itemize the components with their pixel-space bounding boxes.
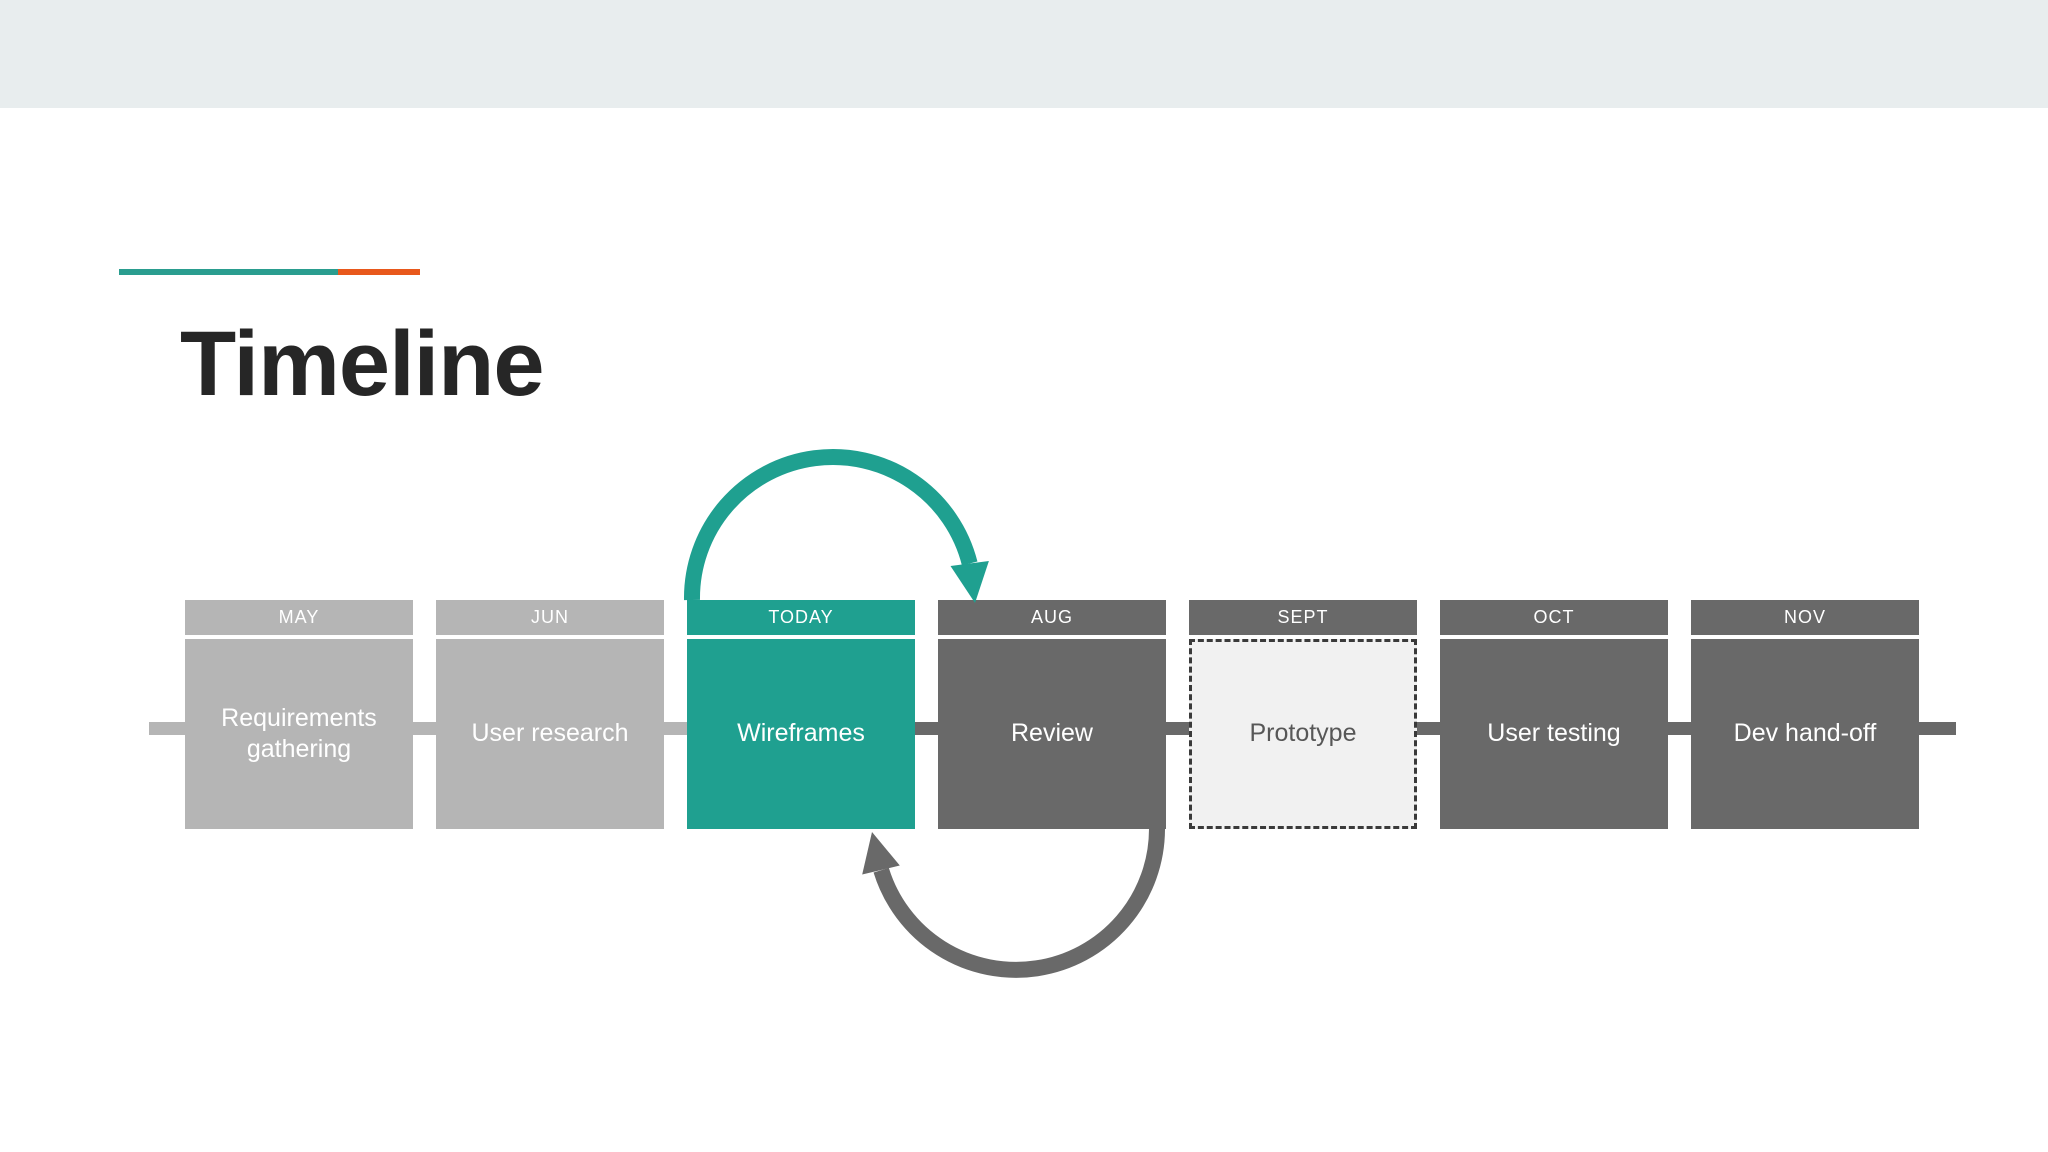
page-title: Timeline: [180, 313, 545, 415]
stage-box-user-testing: OCT User testing: [1440, 600, 1668, 829]
stage-label: User testing: [1440, 639, 1668, 829]
timeline-stub-right-end: [1919, 722, 1956, 735]
stage-label: Prototype: [1189, 639, 1417, 829]
feedback-loop-arc: [873, 828, 1165, 978]
stage-label: Wireframes: [687, 639, 915, 829]
timeline-stub-jun-today: [663, 722, 688, 735]
stage-month: JUN: [436, 600, 664, 635]
feedback-loop-arrowhead: [862, 832, 900, 875]
stage-label: Requirements gathering: [185, 639, 413, 829]
stage-label: Review: [938, 639, 1166, 829]
stage-box-prototype: SEPT Prototype: [1189, 600, 1417, 829]
forward-loop-arrowhead: [950, 561, 989, 603]
top-band: [0, 0, 2048, 108]
accent-bar-teal-segment: [119, 269, 338, 275]
forward-loop-arc: [683, 449, 978, 601]
stage-month: OCT: [1440, 600, 1668, 635]
timeline-stub-oct-nov: [1667, 722, 1692, 735]
stage-box-dev-hand-off: NOV Dev hand-off: [1691, 600, 1919, 829]
forward-loop-arrow: [683, 449, 989, 603]
stage-box-wireframes: TODAY Wireframes: [687, 600, 915, 829]
stage-month: TODAY: [687, 600, 915, 635]
stage-month: MAY: [185, 600, 413, 635]
stage-month: SEPT: [1189, 600, 1417, 635]
stage-box-requirements-gathering: MAY Requirements gathering: [185, 600, 413, 829]
stage-box-user-research: JUN User research: [436, 600, 664, 829]
accent-bar-orange-segment: [338, 269, 420, 275]
stage-month: AUG: [938, 600, 1166, 635]
timeline-stub-today-aug: [915, 722, 939, 735]
timeline-stub-sept-oct: [1416, 722, 1441, 735]
stage-month: NOV: [1691, 600, 1919, 635]
timeline-stub-may-jun: [412, 722, 437, 735]
stage-label: User research: [436, 639, 664, 829]
timeline-stub-left-end: [149, 722, 186, 735]
accent-bar: [119, 269, 420, 275]
timeline-stages: MAY Requirements gathering JUN User rese…: [185, 600, 1919, 829]
stage-box-review: AUG Review: [938, 600, 1166, 829]
feedback-loop-arrow: [862, 828, 1165, 978]
stage-label: Dev hand-off: [1691, 639, 1919, 829]
timeline-stub-aug-sept: [1165, 722, 1190, 735]
